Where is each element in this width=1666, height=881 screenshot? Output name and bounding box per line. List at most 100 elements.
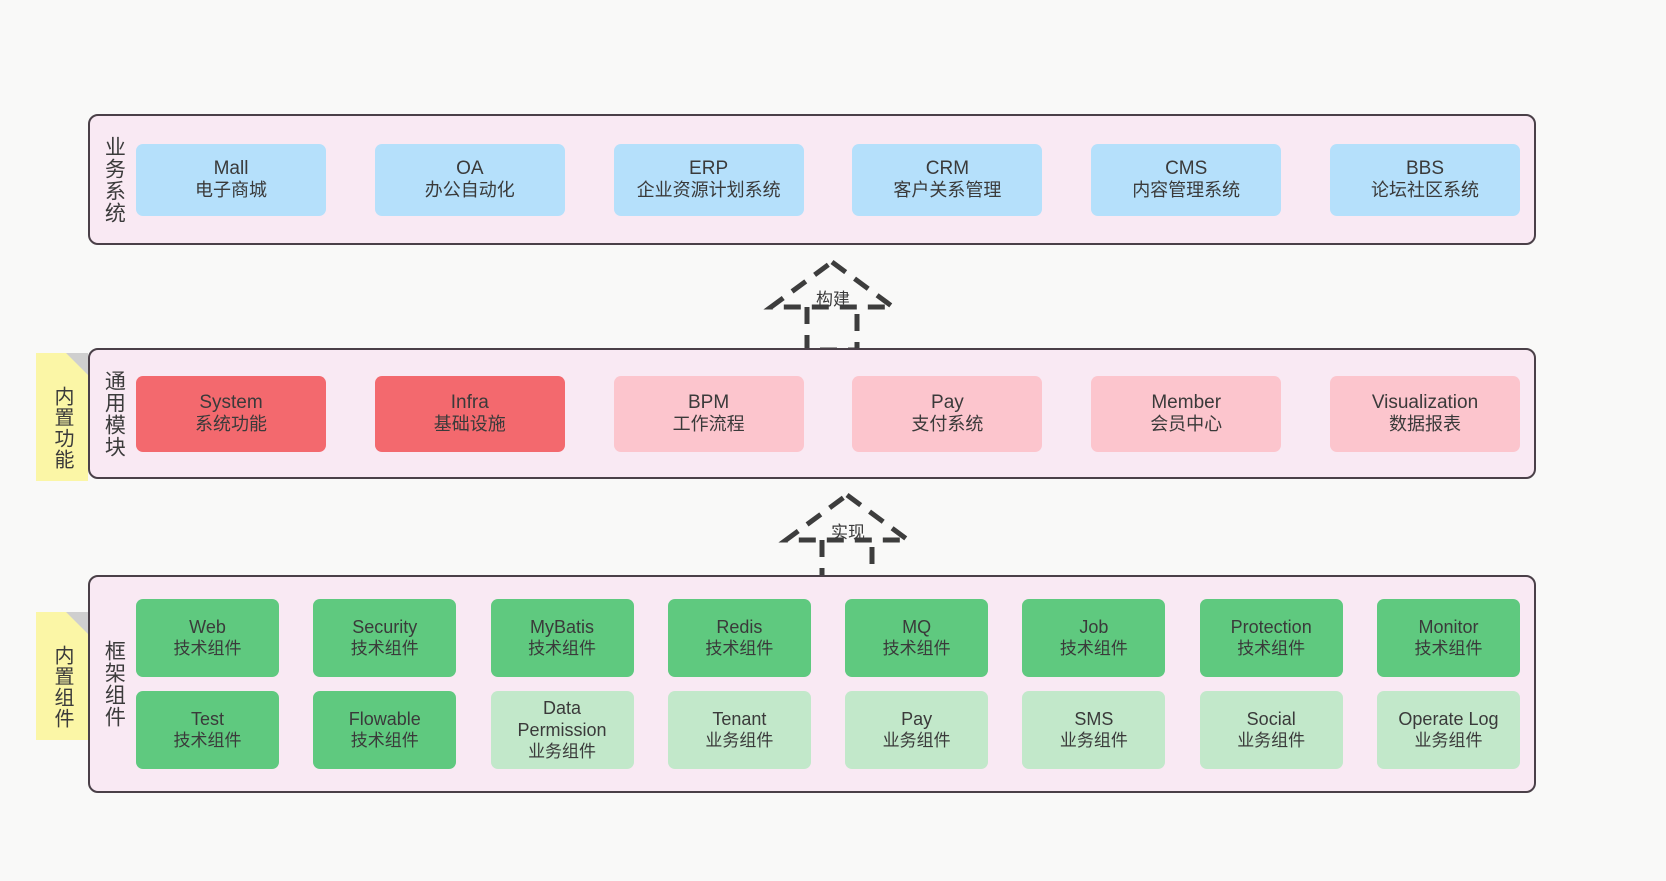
component-box-title: Security bbox=[352, 616, 418, 637]
arrowhead-triangle-build bbox=[763, 258, 901, 310]
component-box-subtitle: 业务组件 bbox=[1059, 730, 1128, 750]
component-box-title: Protection bbox=[1230, 616, 1312, 637]
component-box-subtitle: 技术组件 bbox=[173, 638, 242, 658]
component-box-title: BBS bbox=[1405, 157, 1444, 179]
component-box-subtitle: 办公自动化 bbox=[424, 180, 515, 201]
component-box-title: OA bbox=[456, 157, 484, 179]
component-box-subtitle: 业务组件 bbox=[1237, 730, 1306, 750]
component-box-title: ERP bbox=[689, 157, 729, 179]
component-box-subtitle: 客户关系管理 bbox=[893, 180, 1002, 201]
tag-builtin-functions: 内置功能 bbox=[36, 353, 88, 481]
component-box-title: MyBatis bbox=[530, 616, 595, 637]
component-box-title: Social bbox=[1246, 708, 1296, 729]
arrow-shaft-build bbox=[804, 307, 860, 353]
component-box-subtitle: 工作流程 bbox=[672, 414, 745, 435]
component-box-title: Member bbox=[1151, 391, 1222, 413]
component-box-subtitle: 基础设施 bbox=[433, 414, 506, 435]
component-box-title: Flowable bbox=[348, 708, 421, 729]
connector-build-label: 构建 bbox=[816, 290, 850, 309]
connector-build: 构建 bbox=[745, 255, 920, 355]
component-box-title: Operate Log bbox=[1398, 708, 1499, 729]
component-box-title: SMS bbox=[1074, 708, 1114, 729]
component-box-subtitle: 会员中心 bbox=[1150, 414, 1223, 435]
component-box-subtitle: 技术组件 bbox=[350, 638, 419, 658]
component-box-subtitle: 技术组件 bbox=[528, 638, 597, 658]
component-box-title: Infra bbox=[450, 391, 489, 413]
component-box-subtitle: 技术组件 bbox=[882, 638, 951, 658]
tag-fold-corner-icon bbox=[66, 353, 88, 375]
component-box-subtitle: 论坛社区系统 bbox=[1370, 180, 1479, 201]
component-box-subtitle: 技术组件 bbox=[1414, 638, 1483, 658]
component-box-title: Tenant bbox=[712, 708, 767, 729]
component-box-title: Data Permission bbox=[517, 697, 607, 740]
component-box-subtitle: 数据报表 bbox=[1388, 414, 1461, 435]
component-box-subtitle: 内容管理系统 bbox=[1132, 180, 1241, 201]
tag-fold-corner-icon bbox=[66, 612, 88, 634]
component-box-title: Web bbox=[189, 616, 226, 637]
component-box-subtitle: 系统功能 bbox=[195, 414, 267, 435]
component-box-subtitle: 业务组件 bbox=[528, 741, 597, 761]
component-box-title: CMS bbox=[1165, 157, 1208, 179]
component-box-subtitle: 技术组件 bbox=[1237, 638, 1306, 658]
component-box-title: Pay bbox=[931, 391, 964, 413]
component-box-title: Redis bbox=[716, 616, 763, 637]
component-box-title: System bbox=[199, 391, 263, 413]
component-box-subtitle: 技术组件 bbox=[705, 638, 774, 658]
component-box-title: Monitor bbox=[1418, 616, 1479, 637]
panel-business-systems-label: 业务系统 bbox=[102, 135, 126, 224]
component-box-title: CRM bbox=[925, 157, 970, 179]
component-box-subtitle: 支付系统 bbox=[911, 414, 984, 435]
component-box-subtitle: 业务组件 bbox=[1414, 730, 1483, 750]
component-box-title: MQ bbox=[902, 616, 932, 637]
arrowhead-triangle-implement bbox=[778, 491, 916, 543]
panel-common-modules-label: 通用模块 bbox=[102, 369, 126, 458]
component-box-subtitle: 技术组件 bbox=[173, 730, 242, 750]
tag-builtin-functions-label: 内置功能 bbox=[51, 386, 73, 470]
component-box-subtitle: 技术组件 bbox=[1059, 638, 1128, 658]
component-box-title: Visualization bbox=[1371, 391, 1479, 413]
component-box-subtitle: 技术组件 bbox=[350, 730, 419, 750]
component-box-title: BPM bbox=[688, 391, 730, 413]
component-box-title: Job bbox=[1079, 616, 1109, 637]
component-box-title: Test bbox=[190, 708, 224, 729]
component-box-title: Pay bbox=[901, 708, 933, 729]
connector-implement: 实现 bbox=[760, 488, 935, 588]
component-box-subtitle: 业务组件 bbox=[705, 730, 774, 750]
component-box-title: Mall bbox=[213, 157, 249, 179]
connector-implement-label: 实现 bbox=[831, 523, 865, 542]
component-box-subtitle: 企业资源计划系统 bbox=[636, 180, 781, 201]
panel-framework-components-label: 框架组件 bbox=[102, 640, 126, 728]
